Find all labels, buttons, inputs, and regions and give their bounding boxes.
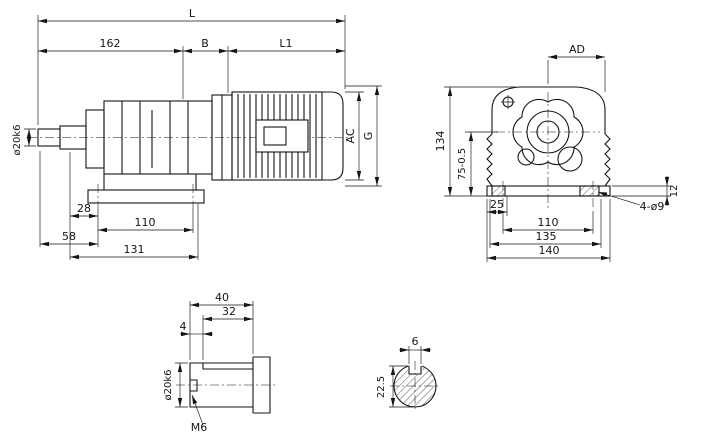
shaft-section-view: 6 22.5: [376, 335, 440, 412]
dim-label-140: 140: [539, 244, 560, 257]
dim-label-135: 135: [536, 230, 557, 243]
foot-section-hatch-right: [579, 185, 600, 197]
dim-label-12: 12: [669, 185, 680, 198]
dim-label-AC: AC: [344, 128, 357, 143]
terminal-box-inner: [263, 126, 287, 146]
shaft-detail-view: 40 32 4 ø20k6 M6: [163, 291, 276, 434]
gearbox-front-plate: [85, 109, 105, 169]
dim-label-28: 28: [77, 202, 91, 215]
dim-label-key-width: 6: [412, 335, 419, 348]
center-tap-hole: [190, 379, 198, 392]
front-dimension-lines: [447, 54, 670, 261]
motor-body: [231, 91, 323, 181]
front-extension-lines: [444, 60, 671, 262]
dim-label-162: 162: [100, 37, 121, 50]
mounting-foot: [87, 189, 205, 204]
dim-label-4: 4: [180, 320, 187, 333]
front-view-geometry: [486, 86, 611, 197]
dim-label-110-side: 110: [135, 216, 156, 229]
gearbox-internal-lines: [121, 101, 189, 174]
side-dimension-lines: [26, 18, 380, 260]
dim-label-bolt-holes: 4-ø9: [640, 200, 665, 213]
dim-label-32: 32: [222, 305, 236, 318]
side-extension-lines: [24, 15, 382, 260]
intermediate-bore-left: [517, 148, 535, 166]
side-view-geometry: [37, 91, 344, 204]
base-supports: [103, 174, 197, 190]
dim-label-131: 131: [124, 243, 145, 256]
keyway-lines: [202, 363, 253, 370]
shaft-detail-geometry: [189, 356, 271, 414]
section-dimension-lines: [390, 347, 431, 407]
right-ribs: [604, 133, 611, 187]
shaft-outline: [189, 362, 253, 408]
terminal-box: [255, 119, 309, 153]
dim-label-M6: M6: [191, 421, 208, 434]
dim-label-25: 25: [490, 198, 504, 211]
section-centerlines: [390, 361, 440, 412]
dim-label-AD: AD: [569, 43, 585, 56]
dim-label-B: B: [201, 37, 209, 50]
shaft-detail-extension-lines: [175, 301, 254, 408]
section-extension-lines: [389, 346, 422, 408]
dim-label-134: 134: [434, 131, 447, 152]
housing-outline: [491, 86, 606, 134]
dim-label-shaft-dia-detail: ø20k6: [163, 370, 174, 401]
side-view: L 162 B L1 ø20k6 AC G 28 110 58 131: [12, 7, 382, 260]
foot-section-hatch-left: [491, 185, 506, 197]
dim-label-40: 40: [215, 291, 229, 304]
dim-label-58: 58: [62, 230, 76, 243]
front-centerlines: [496, 92, 600, 209]
dim-label-75: 75-0.5: [457, 148, 468, 180]
motor-end-cap: [322, 91, 344, 181]
left-ribs: [486, 133, 493, 187]
mounting-base-front: [486, 185, 611, 197]
front-view: AD 134 75-0.5 25 12 4-ø9 110 135 140: [434, 43, 680, 262]
dim-label-L1: L1: [279, 37, 292, 50]
vent-plug-cross: [501, 95, 515, 109]
dim-label-110-front: 110: [538, 216, 559, 229]
dim-label-L: L: [189, 7, 196, 20]
dim-label-22-5: 22.5: [376, 376, 387, 398]
foot-hole-centerlines: [97, 184, 194, 209]
input-bore-right: [557, 146, 583, 172]
dim-label-shaft-dia: ø20k6: [12, 125, 23, 156]
shaft-detail-dimension-lines: [177, 302, 253, 426]
dim-label-G: G: [362, 132, 375, 141]
shaft-shoulder: [252, 356, 271, 414]
